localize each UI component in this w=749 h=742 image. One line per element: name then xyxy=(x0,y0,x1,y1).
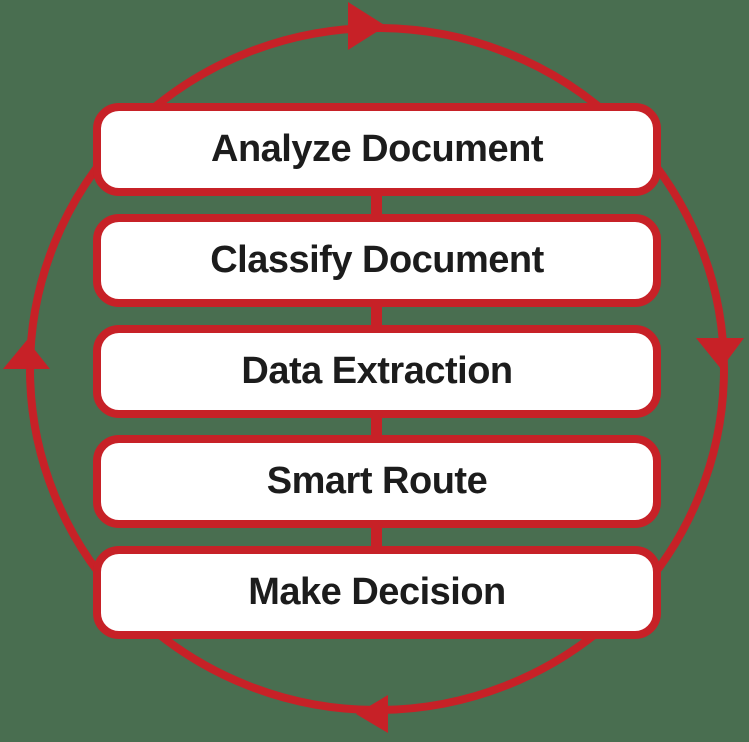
connector-line xyxy=(371,412,382,442)
step-box-data-extraction: Data Extraction xyxy=(93,325,661,418)
arrowhead-left-up-icon xyxy=(3,340,50,369)
step-label: Make Decision xyxy=(248,571,506,613)
step-label: Smart Route xyxy=(266,460,488,502)
step-box-analyze-document: Analyze Document xyxy=(93,103,661,196)
step-label: Data Extraction xyxy=(241,350,513,392)
step-label: Analyze Document xyxy=(211,128,543,170)
connector-line xyxy=(371,522,382,552)
step-box-smart-route: Smart Route xyxy=(93,435,661,528)
connector-line xyxy=(371,301,382,331)
arrowhead-right-down-icon xyxy=(696,338,744,369)
step-box-make-decision: Make Decision xyxy=(93,546,661,639)
step-label: Classify Document xyxy=(210,239,544,281)
step-box-classify-document: Classify Document xyxy=(93,214,661,307)
arrowhead-bottom-left-icon xyxy=(356,695,388,733)
arrowhead-top-right-icon xyxy=(348,2,386,50)
connector-line xyxy=(371,190,382,220)
